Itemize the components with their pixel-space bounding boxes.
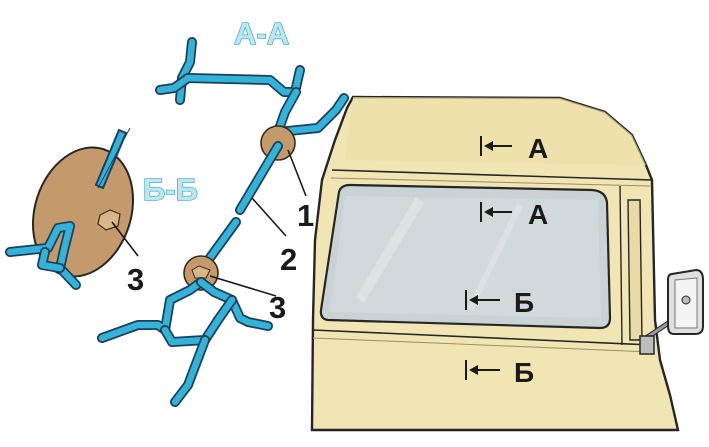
callout-3-main: 3 bbox=[269, 290, 286, 325]
section-markers: А А Б Б bbox=[465, 133, 548, 388]
section-marker-label: А bbox=[528, 199, 548, 230]
glass-pane-2 bbox=[199, 141, 283, 271]
section-marker-a-upper: А bbox=[480, 133, 548, 164]
window-glass bbox=[319, 183, 612, 330]
section-b-b-detail bbox=[5, 127, 134, 290]
section-marker-label: А bbox=[528, 133, 548, 164]
callout-1: 1 bbox=[297, 198, 314, 233]
section-marker-a-lower: А bbox=[480, 199, 548, 230]
section-title-b-b: Б-Б bbox=[143, 172, 198, 207]
leader-lines bbox=[111, 149, 307, 297]
section-a-a-profile bbox=[155, 37, 349, 137]
section-title-a-a: А-А bbox=[234, 16, 289, 51]
callout-2: 2 bbox=[280, 242, 297, 277]
side-mirror bbox=[639, 268, 704, 355]
section-marker-label: Б bbox=[514, 357, 534, 388]
section-marker-label: Б bbox=[514, 287, 534, 318]
section-b-b-profile bbox=[97, 277, 273, 407]
seal-3 bbox=[183, 255, 219, 291]
section-marker-b-upper: Б bbox=[465, 287, 534, 318]
callout-3-detail: 3 bbox=[127, 262, 144, 297]
section-marker-b-lower: Б bbox=[465, 357, 534, 388]
